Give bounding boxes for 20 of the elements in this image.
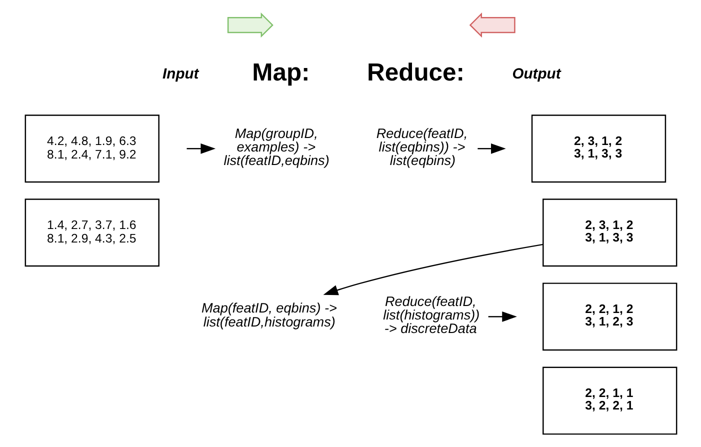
arrow	[488, 310, 516, 322]
node-box: 2, 2, 1, 2 3, 1, 2, 3	[542, 282, 677, 350]
arrow	[322, 243, 543, 295]
node-box: 2, 2, 1, 1 3, 2, 2, 1	[542, 366, 677, 434]
node-arrow	[226, 12, 273, 38]
node-box: 2, 3, 1, 2 3, 1, 3, 3	[530, 114, 666, 182]
label: Reduce:	[366, 59, 464, 86]
arrow	[186, 142, 216, 154]
node-text: Reduce(featID, list(histograms)) -> discreteData	[382, 293, 480, 336]
node-text: Map(groupID, examples) -> list(featID,eqbins)	[223, 125, 329, 168]
label: Map:	[252, 59, 310, 86]
arrow	[477, 142, 506, 154]
node-box: 4.2, 4.8, 1.9, 6.3 8.1, 2.4, 7.1, 9.2	[24, 114, 159, 182]
node-text: Map(featID, eqbins) -> list(featID,histograms)	[200, 300, 336, 329]
label: Output	[512, 66, 560, 82]
node-box: 1.4, 2.7, 3.7, 1.6 8.1, 2.9, 4.3, 2.5	[24, 198, 159, 266]
label: Input	[162, 66, 198, 82]
node-box: 2, 3, 1, 2 3, 1, 3, 3	[542, 198, 677, 266]
node-text: Reduce(featID, list(eqbins)) -> list(eqbins)	[376, 125, 468, 168]
node-arrow	[468, 12, 515, 38]
